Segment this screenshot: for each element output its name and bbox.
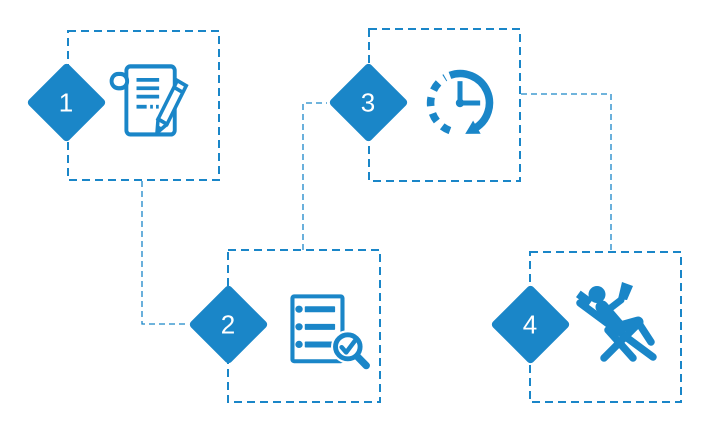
step-2-box — [227, 249, 381, 403]
connector-step1-step2 — [141, 181, 188, 325]
step-1-number: 1 — [59, 87, 74, 118]
step-4-number: 4 — [523, 309, 538, 340]
connector-step2-step3 — [302, 102, 327, 250]
relaxing-person-icon — [575, 280, 675, 380]
connector-step3-step4 — [521, 93, 612, 251]
history-clock-icon — [418, 61, 502, 145]
step-3-box — [368, 28, 521, 182]
document-pencil-icon — [109, 58, 189, 142]
step-3-number: 3 — [361, 87, 376, 118]
step-2-number: 2 — [221, 309, 236, 340]
checklist-magnifier-icon — [290, 294, 372, 374]
